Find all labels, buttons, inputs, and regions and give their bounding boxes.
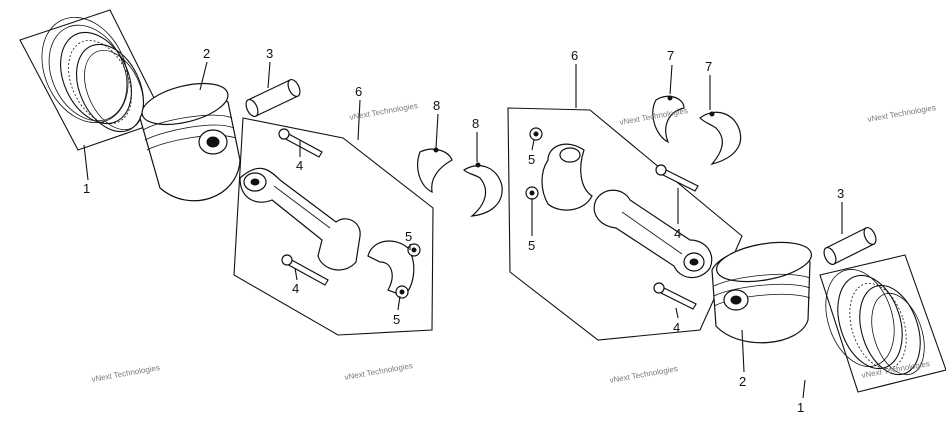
- callout-right-bolt-upper: 4: [674, 226, 681, 241]
- callout-left-pin: 3: [266, 46, 273, 61]
- bearing-shell-left-upper: [417, 147, 453, 194]
- bearing-shell-right-lower: [699, 111, 742, 166]
- piston-pin-right: [823, 226, 877, 266]
- connecting-rod-set-right: [507, 107, 743, 341]
- callout-left-piston: 2: [203, 46, 210, 61]
- callout-left-nut-upper: 5: [405, 229, 412, 244]
- callout-right-rings: 1: [797, 400, 804, 415]
- leader-lines: [83, 61, 843, 399]
- piston-left: [139, 82, 241, 202]
- callout-right-nut-lower: 5: [528, 238, 535, 253]
- callout-left-bearing-lower: 8: [472, 116, 479, 131]
- callout-left-rings: 1: [83, 181, 90, 196]
- callout-right-bearing-lower: 7: [705, 59, 712, 74]
- callouts: 1 2 3 4 4 5 5 6 8 8 6 5 5 7 7 4 4 3 2 1: [83, 46, 844, 415]
- bearing-shell-right-upper: [652, 95, 685, 144]
- piston-pin-left: [245, 78, 301, 118]
- piston-ring-set-right: [819, 254, 946, 393]
- watermark-text: vNext Technologies: [609, 364, 679, 385]
- callout-right-nut-upper: 5: [528, 152, 535, 167]
- callout-left-rod-set: 6: [355, 84, 362, 99]
- callout-left-nut-lower: 5: [393, 312, 400, 327]
- callout-right-bolt-lower: 4: [673, 320, 680, 335]
- callout-right-bearing-upper: 7: [667, 48, 674, 63]
- connecting-rod-set-left: [233, 117, 434, 336]
- callout-left-bearing-upper: 8: [433, 98, 440, 113]
- piston-right: [711, 241, 812, 344]
- watermark-text: vNext Technologies: [344, 361, 414, 382]
- callout-right-pin: 3: [837, 186, 844, 201]
- bearing-shell-left-lower: [463, 162, 503, 217]
- watermark-text: vNext Technologies: [867, 103, 937, 124]
- callout-left-bolt-lower: 4: [292, 281, 299, 296]
- watermark-text: vNext Technologies: [91, 363, 161, 384]
- callout-left-bolt-upper: 4: [296, 158, 303, 173]
- callout-right-piston: 2: [739, 374, 746, 389]
- callout-right-rod-set: 6: [571, 48, 578, 63]
